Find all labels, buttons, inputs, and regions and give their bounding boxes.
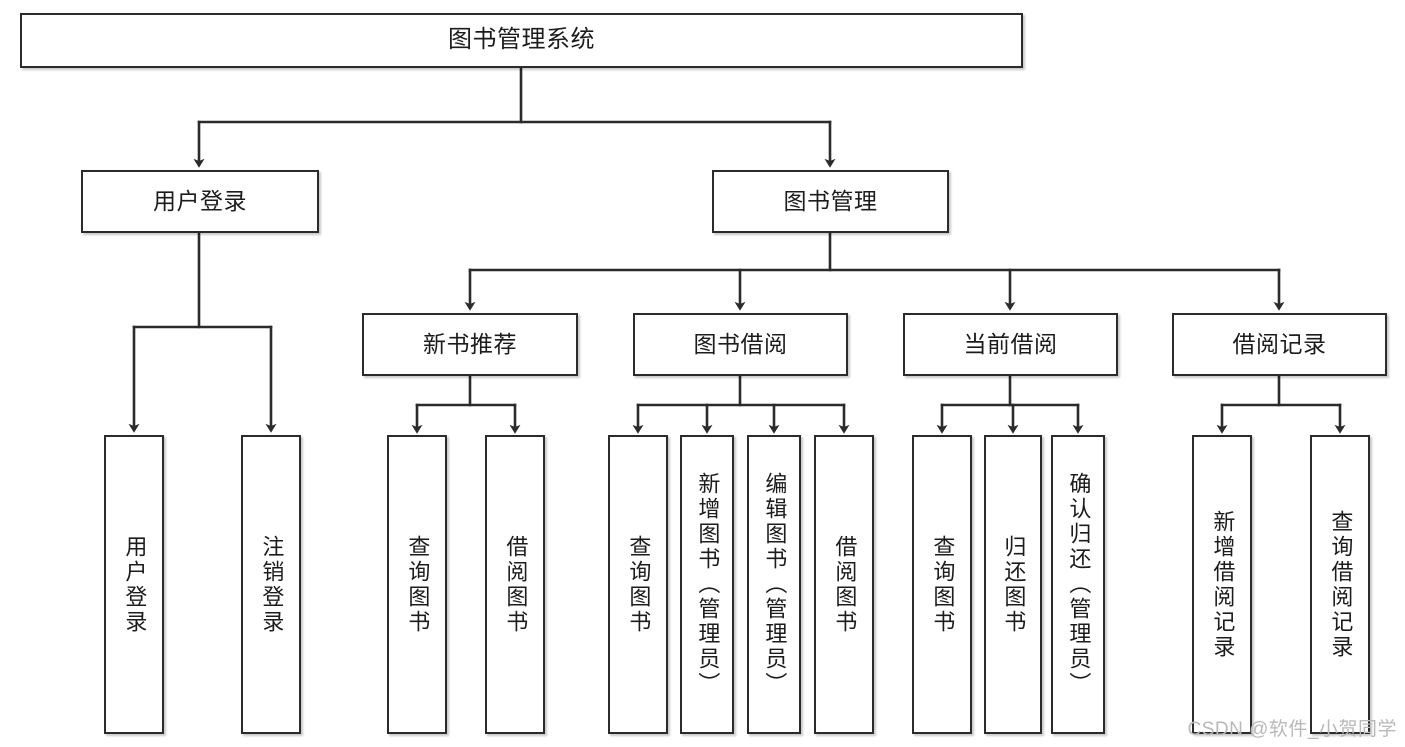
node-borrow-record[interactable]: 借阅记录: [1172, 313, 1387, 376]
node-leaf-query-book-1[interactable]: 查询图书: [387, 435, 447, 734]
node-leaf-confirm-return[interactable]: 确认归还（管理员）: [1051, 435, 1105, 734]
node-new-book-recommend[interactable]: 新书推荐: [362, 313, 578, 376]
node-book-manage-label: 图书管理: [783, 187, 878, 214]
node-book-borrow[interactable]: 图书借阅: [633, 313, 848, 376]
node-leaf-edit-book-label: 编辑图书（管理员）: [762, 472, 788, 697]
node-leaf-query-book-3-label: 查询图书: [930, 534, 956, 635]
node-root-label: 图书管理系统: [448, 26, 595, 54]
node-leaf-query-book-2-label: 查询图书: [626, 534, 652, 635]
node-user-login[interactable]: 用户登录: [81, 170, 319, 233]
node-root[interactable]: 图书管理系统: [20, 13, 1023, 68]
node-leaf-add-book-label: 新增图书（管理员）: [695, 472, 721, 697]
node-leaf-logout[interactable]: 注销登录: [241, 435, 301, 734]
node-user-login-label: 用户登录: [153, 187, 247, 214]
node-leaf-add-book[interactable]: 新增图书（管理员）: [680, 435, 734, 734]
node-leaf-query-book-3[interactable]: 查询图书: [912, 435, 972, 734]
node-leaf-user-login[interactable]: 用户登录: [104, 435, 164, 734]
node-leaf-borrow-book-2-label: 借阅图书: [832, 534, 858, 635]
node-current-borrow[interactable]: 当前借阅: [903, 313, 1118, 376]
node-borrow-record-label: 借阅记录: [1232, 330, 1327, 357]
node-leaf-query-record-label: 查询借阅记录: [1328, 509, 1354, 660]
node-leaf-return-book[interactable]: 归还图书: [984, 435, 1042, 734]
node-leaf-borrow-book-1-label: 借阅图书: [503, 534, 529, 635]
node-leaf-add-record-label: 新增借阅记录: [1210, 509, 1236, 660]
node-leaf-confirm-return-label: 确认归还（管理员）: [1066, 472, 1092, 697]
node-leaf-query-record[interactable]: 查询借阅记录: [1310, 435, 1370, 734]
node-new-book-recommend-label: 新书推荐: [423, 330, 517, 357]
node-leaf-user-login-label: 用户登录: [122, 534, 148, 635]
node-leaf-logout-label: 注销登录: [259, 534, 285, 635]
node-leaf-query-book-1-label: 查询图书: [405, 534, 431, 635]
node-leaf-query-book-2[interactable]: 查询图书: [608, 435, 668, 734]
node-leaf-borrow-book-1[interactable]: 借阅图书: [485, 435, 545, 734]
node-leaf-add-record[interactable]: 新增借阅记录: [1192, 435, 1252, 734]
node-book-borrow-label: 图书借阅: [693, 330, 788, 357]
node-leaf-return-book-label: 归还图书: [1001, 534, 1027, 635]
node-leaf-borrow-book-2[interactable]: 借阅图书: [814, 435, 874, 734]
watermark: CSDN @软件_小贺同学: [1187, 719, 1397, 740]
node-book-manage[interactable]: 图书管理: [712, 170, 949, 233]
node-leaf-edit-book[interactable]: 编辑图书（管理员）: [747, 435, 801, 734]
node-current-borrow-label: 当前借阅: [963, 330, 1058, 357]
